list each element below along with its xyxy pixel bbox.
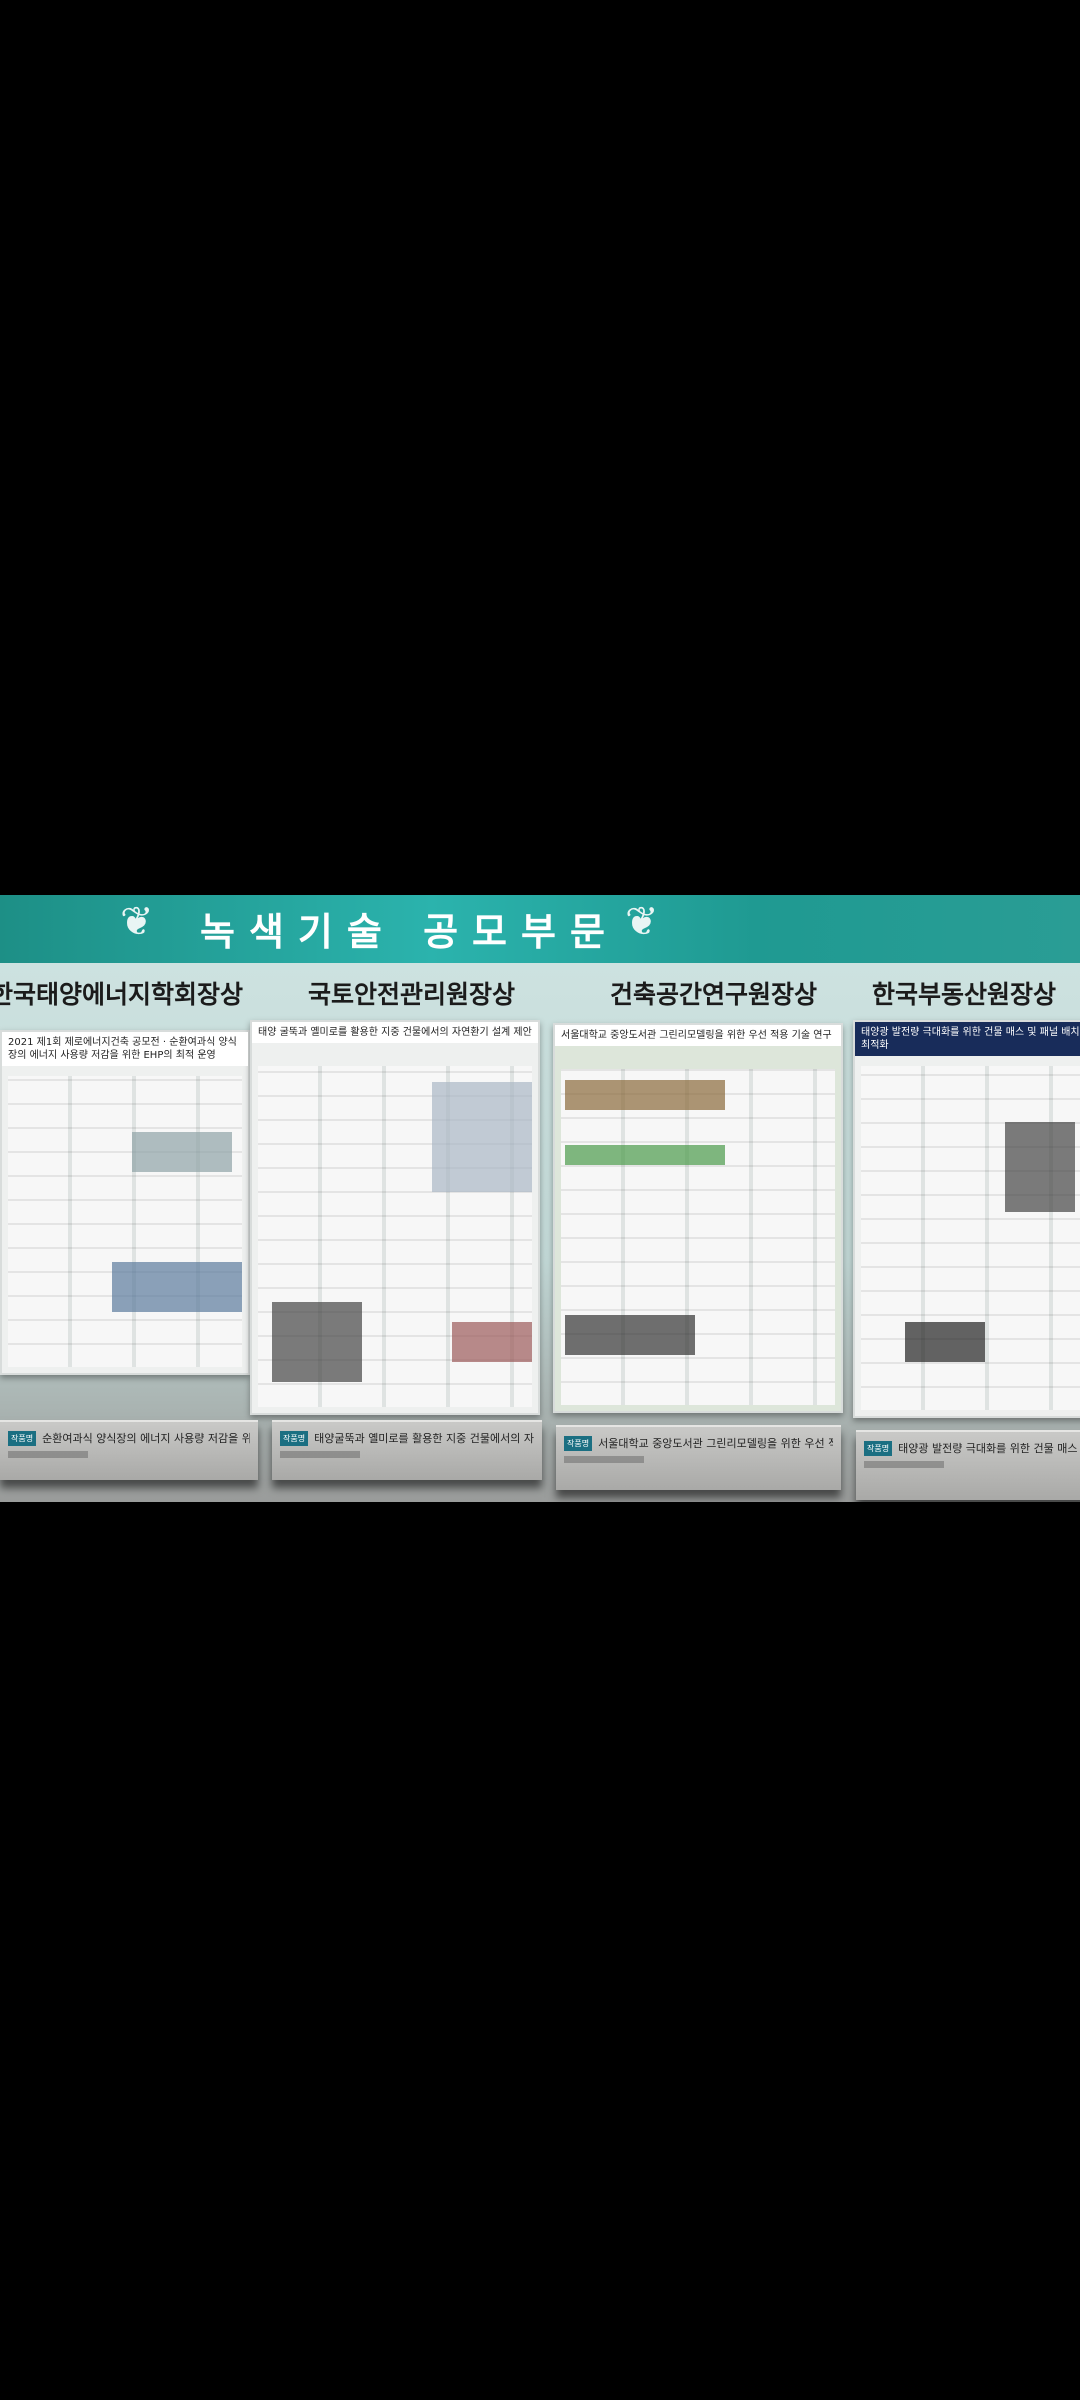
poster: 태양광 발전량 극대화를 위한 건물 매스 및 패널 배치 최적화: [853, 1020, 1080, 1418]
award-label: 한국태양에너지학회장상: [0, 980, 244, 1009]
poster-title: 2021 제1회 제로에너지건축 공모전 · 순환여과식 양식장의 에너지 사용…: [2, 1032, 248, 1066]
caption-title: 서울대학교 중앙도서관 그린리모델링을 위한 우선 적용 기술 연구: [598, 1437, 833, 1450]
caption-title: 순환여과식 양식장의 에너지 사용량 저감을 위한 EHP의 최적 운영: [42, 1432, 250, 1445]
caption-title: 태양굴뚝과 옐미로를 활용한 지중 건물에서의 자연환기 설계 제안: [314, 1432, 534, 1445]
banner-title: 녹색기술 공모부문: [200, 910, 619, 954]
award-label: 한국부동산원장상: [872, 980, 1057, 1009]
poster: 서울대학교 중앙도서관 그린리모델링을 위한 우선 적용 기술 연구: [553, 1023, 843, 1413]
poster: 태양 굴뚝과 옐미로를 활용한 지중 건물에서의 자연환기 설계 제안: [250, 1020, 540, 1415]
poster: 2021 제1회 제로에너지건축 공모전 · 순환여과식 양식장의 에너지 사용…: [0, 1030, 250, 1375]
caption-title: 태양광 발전량 극대화를 위한 건물 매스 및 패널 배치 최적화: [898, 1442, 1080, 1455]
poster-title: 태양 굴뚝과 옐미로를 활용한 지중 건물에서의 자연환기 설계 제안: [252, 1022, 538, 1043]
poster-title: 서울대학교 중앙도서관 그린리모델링을 위한 우선 적용 기술 연구: [555, 1025, 841, 1046]
category-banner: ❦ 녹색기술 공모부문 ❦: [0, 895, 1080, 963]
exhibition-photo: ❦ 녹색기술 공모부문 ❦ 한국태양에너지학회장상 국토안전관리원장상 건축공간…: [0, 895, 1080, 1502]
award-label: 국토안전관리원장상: [308, 980, 516, 1009]
poster-title: 태양광 발전량 극대화를 위한 건물 매스 및 패널 배치 최적화: [855, 1022, 1080, 1056]
laurel-right-icon: ❦: [625, 899, 659, 945]
laurel-left-icon: ❦: [120, 899, 154, 945]
award-label: 건축공간연구원장상: [610, 980, 818, 1009]
